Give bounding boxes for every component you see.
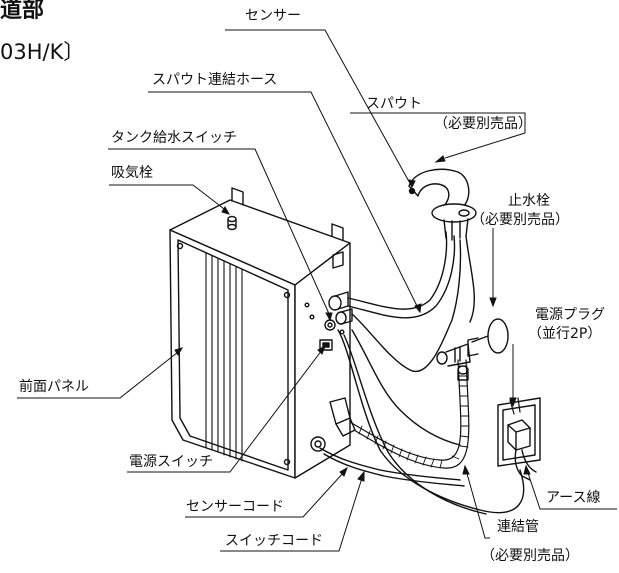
label-stop-valve: 止水栓 [508,193,550,209]
label-spout-note: （必要別売品） [434,116,532,132]
label-connecting-pipe: 連結管 [497,519,539,535]
spout [408,168,477,241]
label-air-valve: 吸気栓 [111,165,153,181]
label-connecting-pipe-note: （必要別売品） [481,548,579,564]
connecting-pipe [349,359,470,469]
label-power-plug-note: （並行2P） [528,326,602,342]
stop-valve [436,318,509,381]
power-outlet [497,397,541,481]
hoses [319,231,525,515]
label-sensor: センサー [245,8,301,24]
label-switch-cord: スイッチコード [225,533,323,549]
tank-unit [169,187,351,479]
label-spout-hose: スパウト連結ホース [152,72,278,88]
label-sensor-cord: センサーコード [186,499,284,515]
label-ground-wire: アース線 [546,490,601,506]
header-title: 道部 [0,0,45,23]
leader-lines [17,29,617,552]
label-front-panel: 前面パネル [19,379,89,395]
label-power-switch: 電源スイッチ [129,454,213,470]
label-power-plug: 電源プラグ [535,307,605,323]
header-model: 03H/K〕 [0,40,85,64]
label-spout: スパウト [366,96,422,112]
label-stop-valve-note: （必要別売品） [471,212,569,228]
label-tank-switch: タンク給水スイッチ [111,130,237,146]
